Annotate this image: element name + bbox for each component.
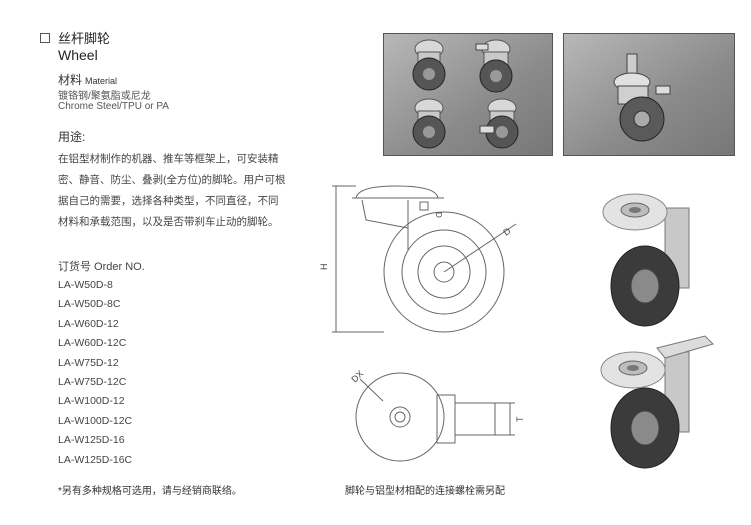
caster-photo-group [383, 33, 553, 156]
dimension-label-d-small: D [434, 212, 443, 218]
drawing-caption: 脚轮与铝型材相配的连接螺栓需另配 [345, 486, 505, 497]
order-item: LA-W100D-12 [58, 395, 125, 408]
section-title-en: Wheel [58, 47, 98, 63]
order-item: LA-W75D-12 [58, 356, 119, 369]
caster-render-brake [600, 335, 714, 469]
dimension-label-d: D [501, 225, 512, 237]
side-view-drawing: H D D [319, 185, 517, 333]
footnote: *另有多种规格可选用，请与经销商联络。 [58, 486, 242, 497]
caster-single-image [613, 53, 671, 142]
order-item: LA-W125D-16 [58, 434, 125, 447]
order-heading: 订货号 Order NO. [58, 261, 145, 273]
dimension-label-t: T [515, 416, 525, 422]
order-item: LA-W50D-8C [58, 298, 121, 311]
checkbox-icon [40, 32, 50, 43]
order-item: LA-W60D-12C [58, 337, 127, 350]
order-list: LA-W50D-8 LA-W50D-8C LA-W60D-12 LA-W60D-… [58, 276, 132, 470]
caster-render-plain [602, 193, 690, 327]
order-item: LA-W60D-12 [58, 317, 119, 330]
caster-photo-single [563, 33, 735, 156]
material-value-en: Chrome Steel/TPU or PA [58, 101, 169, 112]
material-value-zh: 镀铬钢/聚氨脂或尼龙 [58, 91, 151, 102]
caster-group-image [412, 39, 519, 149]
usage-heading: 用途: [58, 130, 86, 144]
order-item: LA-W50D-8 [58, 279, 113, 291]
section-title-zh: 丝杆脚轮 [58, 31, 111, 46]
material-label-en: Material [85, 76, 118, 86]
order-item: LA-W75D-12C [58, 375, 127, 388]
front-view-drawing: DX T [349, 368, 525, 462]
dimension-label-h: H [319, 264, 329, 271]
usage-text: 在铝型材制作的机器、推车等框架上，可安装精密、静音、防尘、叠剥(全方位)的脚轮。… [58, 153, 286, 228]
material-label-zh: 材料 [58, 73, 83, 87]
order-item: LA-W125D-16C [58, 453, 133, 466]
order-item: LA-W100D-12C [58, 414, 133, 427]
section-heading: 丝杆脚轮 [40, 28, 110, 47]
